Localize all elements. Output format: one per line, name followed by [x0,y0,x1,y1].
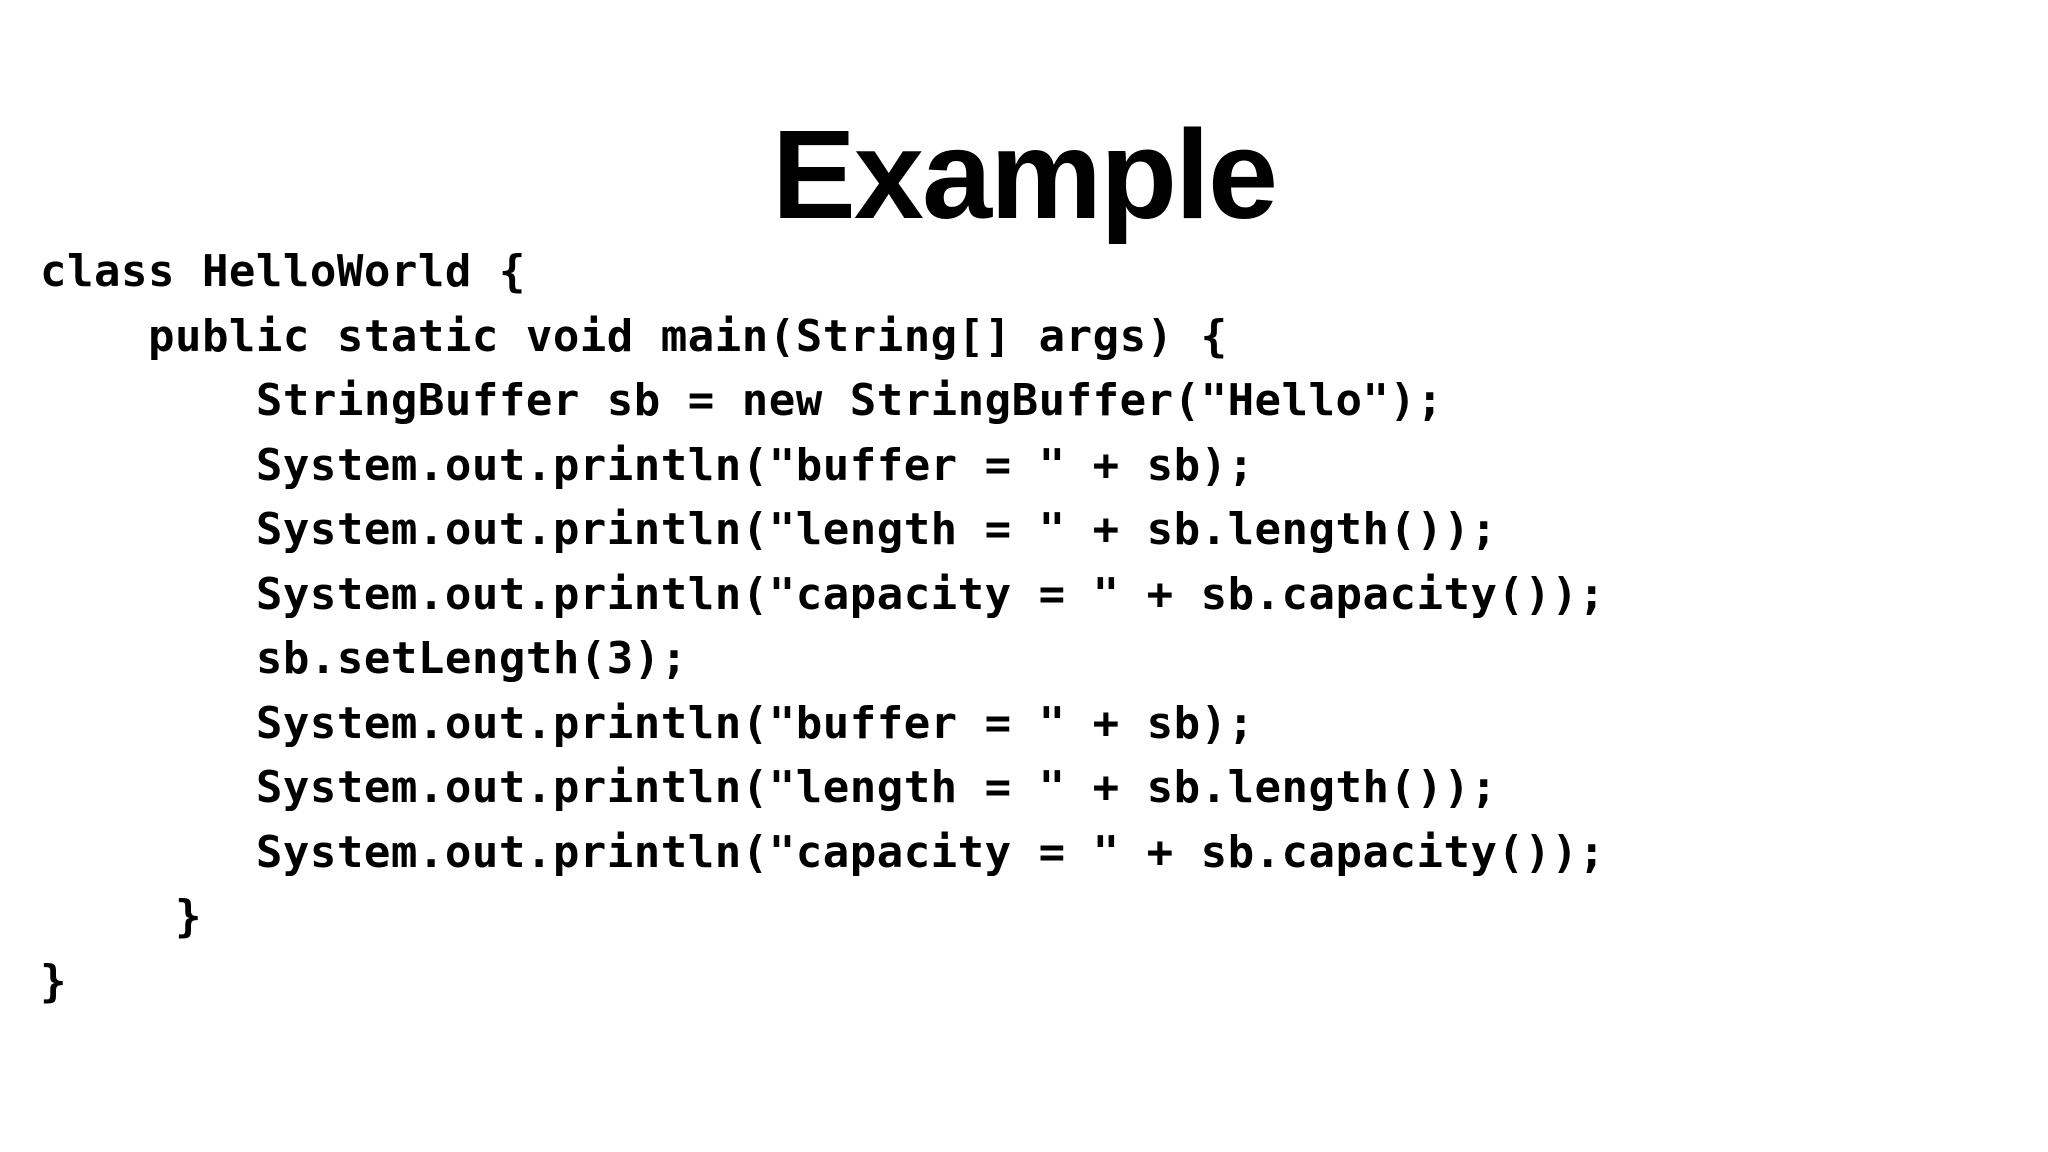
code-line: System.out.println("length = " + sb.leng… [40,762,1498,813]
code-line: class HelloWorld { [40,246,526,297]
code-block: class HelloWorld { public static void ma… [40,240,2020,1014]
code-line: } [40,955,67,1007]
code-line: System.out.println("capacity = " + sb.ca… [40,568,1606,620]
code-line: System.out.println("length = " + sb.leng… [40,504,1498,555]
code-line: System.out.println("buffer = " + sb); [40,439,1255,491]
page-title: Example [771,104,1278,246]
code-line: public static void main(String[] args) { [40,310,1228,362]
code-line: } [40,891,202,942]
code-line: StringBuffer sb = new StringBuffer("Hell… [40,375,1444,426]
code-line: sb.setLength(3); [40,633,688,684]
code-line: System.out.println("buffer = " + sb); [40,697,1255,749]
code-line: System.out.println("capacity = " + sb.ca… [40,826,1606,878]
